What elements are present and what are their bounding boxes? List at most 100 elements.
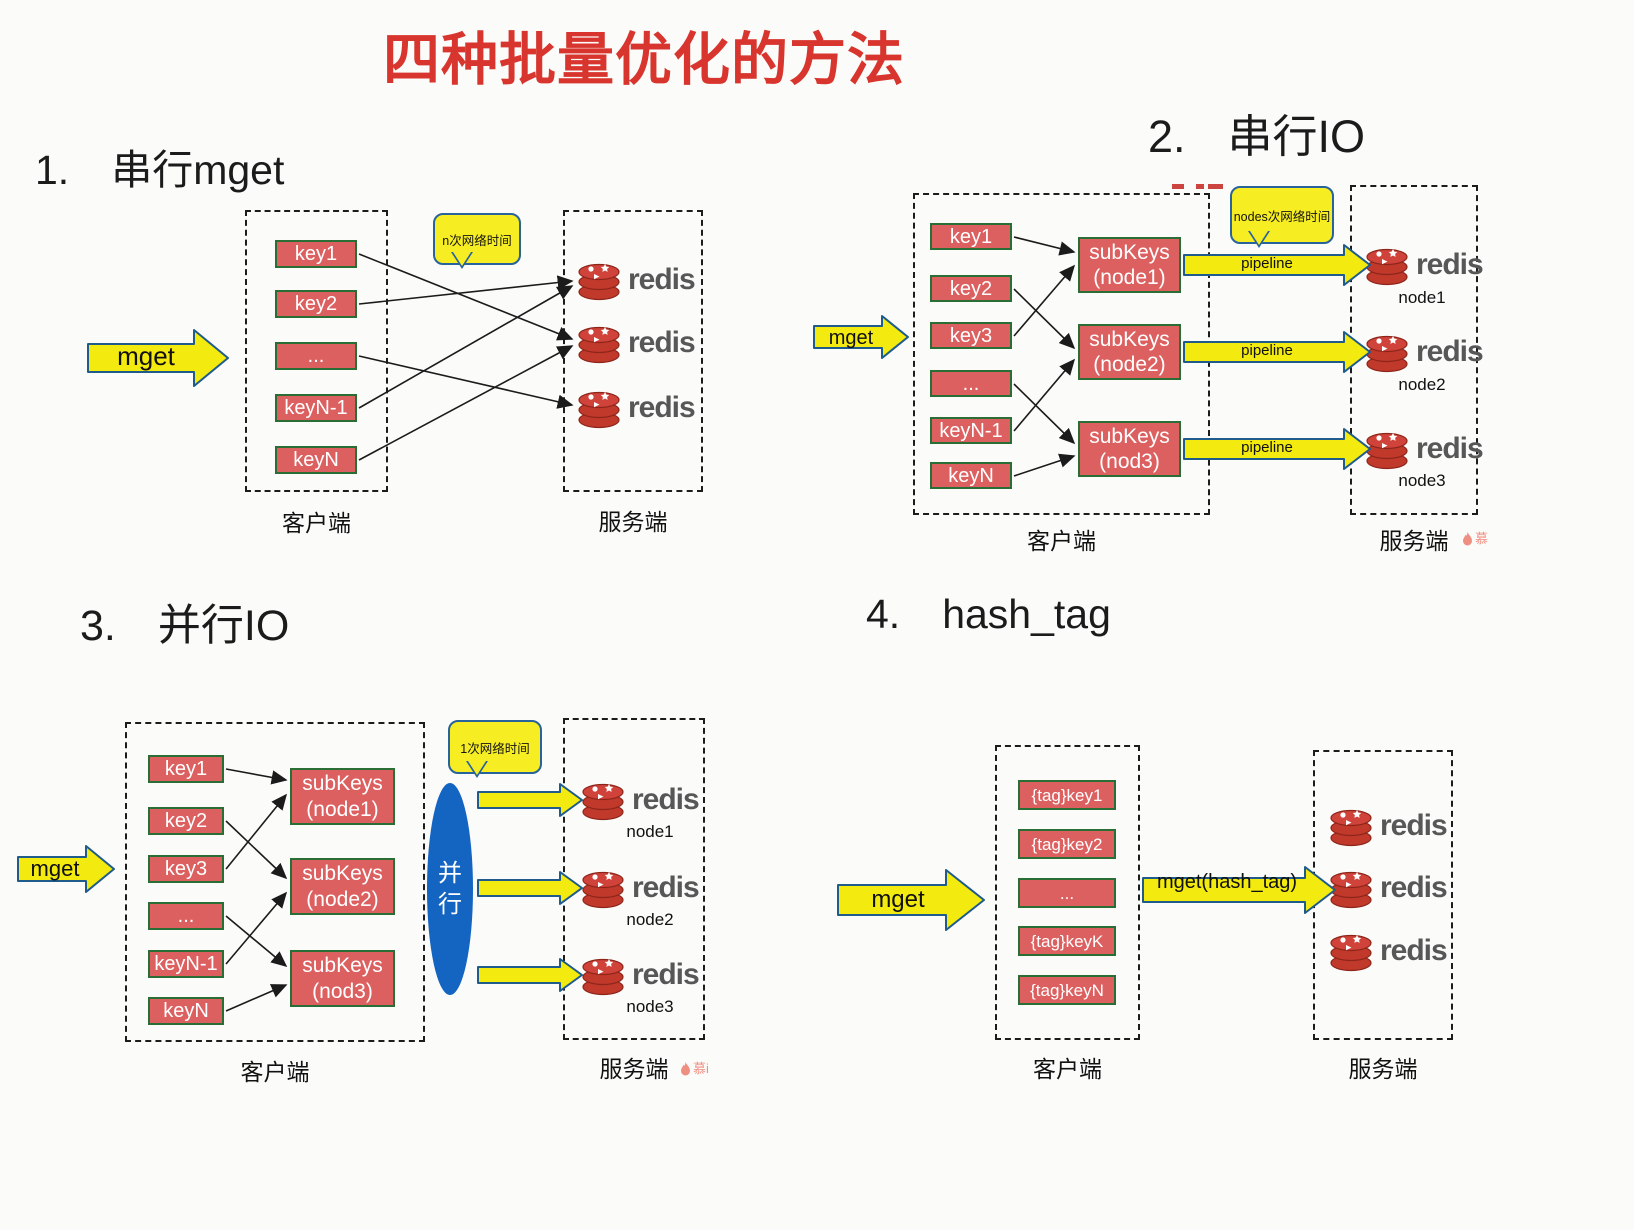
q1-redis-row: redis xyxy=(576,387,696,429)
q2-subkeys-box: subKeys (nod3) xyxy=(1078,421,1181,477)
q3-node-label: node3 xyxy=(626,997,674,1016)
q2-subkeys-box: subKeys (node2) xyxy=(1078,324,1181,380)
q1-key-box: keyN-1 xyxy=(275,394,357,422)
redis-logo-icon xyxy=(1330,871,1372,909)
section-2-number: 2. xyxy=(1148,111,1186,162)
section-4-number: 4. xyxy=(866,591,901,637)
q4-hash-arrow-label: mget(hash_tag) xyxy=(1156,871,1298,893)
q1-key-box: ... xyxy=(275,342,357,370)
redis-label: redis xyxy=(1380,934,1448,967)
flame-icon xyxy=(1463,532,1472,546)
q3-network-time-bubble: 1次网络时间 xyxy=(448,720,542,778)
section-1-title: 1. 串行mget xyxy=(35,136,284,196)
q2-client-label: 客户端 xyxy=(1027,528,1096,554)
section-3-title: 3. 并行IO xyxy=(80,591,289,653)
q1-key-box: key1 xyxy=(275,240,357,268)
subkeys-line1: subKeys xyxy=(1089,424,1170,448)
q3-subkeys-box: subKeys (nod3) xyxy=(290,950,395,1007)
subkeys-line1: subKeys xyxy=(302,772,383,796)
section-1-title-text: 串行mget xyxy=(111,147,285,193)
subkeys-line2: (node1) xyxy=(306,797,379,821)
q2-pipeline-label: pipeline xyxy=(1241,439,1293,456)
section-2-title-text: 串行IO xyxy=(1227,111,1366,162)
red-text-fragment xyxy=(1172,184,1184,189)
redis-logo-icon xyxy=(1366,335,1408,373)
q3-parallel-ellipse: 并行 xyxy=(427,783,473,995)
redis-logo-icon xyxy=(578,391,620,429)
q3-node-label: node2 xyxy=(626,910,674,929)
redis-logo-icon xyxy=(582,783,624,821)
redis-label: redis xyxy=(1416,432,1484,465)
q2-network-time-bubble: nodes次网络时间 xyxy=(1230,186,1334,248)
q4-key-box: ... xyxy=(1018,878,1116,908)
subkeys-line1: subKeys xyxy=(302,862,383,886)
subkeys-line2: (nod3) xyxy=(312,979,373,1003)
q3-redis-row: redis xyxy=(580,867,700,909)
q3-server-label: 服务端 xyxy=(599,1056,669,1082)
q3-key-box: key2 xyxy=(148,807,224,835)
redis-logo-icon xyxy=(582,958,624,996)
redis-logo-icon xyxy=(1366,432,1408,470)
q1-key-box: keyN xyxy=(275,446,357,474)
q2-node-label: node1 xyxy=(1398,288,1446,307)
q4-key-box: {tag}key1 xyxy=(1018,780,1116,810)
q4-key-box: {tag}keyN xyxy=(1018,975,1116,1005)
redis-label: redis xyxy=(628,263,696,296)
redis-label: redis xyxy=(632,871,700,904)
subkeys-line2: (nod3) xyxy=(1099,450,1160,473)
q2-node-label: node3 xyxy=(1398,471,1446,490)
section-3-number: 3. xyxy=(80,602,116,650)
q2-pipeline-label: pipeline xyxy=(1241,255,1293,272)
redis-logo-icon xyxy=(578,326,620,364)
q1-connector-lines xyxy=(358,253,574,461)
redis-logo-icon xyxy=(582,871,624,909)
connector-line xyxy=(358,345,574,461)
subkeys-line1: subKeys xyxy=(302,954,383,978)
redis-logo-icon xyxy=(1330,809,1372,847)
subkeys-line1: subKeys xyxy=(1089,240,1170,264)
q2-server-label: 服务端 xyxy=(1379,528,1449,554)
red-text-fragment xyxy=(1196,184,1204,189)
redis-logo-icon xyxy=(1366,248,1408,286)
q4-key-box: {tag}key2 xyxy=(1018,829,1116,859)
subkeys-line2: (node2) xyxy=(1093,353,1166,376)
watermark: 慕 xyxy=(1462,528,1488,547)
subkeys-line1: subKeys xyxy=(1089,327,1170,351)
q3-key-box: ... xyxy=(148,902,224,930)
q4-redis-row: redis xyxy=(1328,930,1448,972)
q1-redis-row: redis xyxy=(576,259,696,301)
redis-label: redis xyxy=(628,326,696,359)
subkeys-line2: (node1) xyxy=(1093,266,1166,289)
q2-redis-row: redis xyxy=(1364,428,1484,470)
red-text-fragment xyxy=(1208,184,1223,189)
redis-label: redis xyxy=(1416,335,1484,368)
q2-subkeys-box: subKeys (node1) xyxy=(1078,237,1181,293)
redis-label: redis xyxy=(1380,809,1448,842)
redis-logo-icon xyxy=(578,263,620,301)
q2-mget-label: mget xyxy=(828,327,874,349)
q4-redis-row: redis xyxy=(1328,867,1448,909)
connector-line xyxy=(358,285,574,409)
q1-network-time-bubble: n次网络时间 xyxy=(433,213,521,269)
q4-client-box xyxy=(995,745,1140,1040)
q2-key-box: keyN-1 xyxy=(930,417,1012,444)
q3-subkeys-box: subKeys (node1) xyxy=(290,768,395,825)
redis-logo-icon xyxy=(1330,934,1372,972)
q3-redis-row: redis xyxy=(580,954,700,996)
q1-key-box: key2 xyxy=(275,290,357,318)
q1-server-label: 服务端 xyxy=(598,509,668,535)
q3-mget-label: mget xyxy=(30,856,80,881)
redis-label: redis xyxy=(1380,871,1448,904)
q2-key-box: key2 xyxy=(930,275,1012,302)
q4-server-label: 服务端 xyxy=(1348,1056,1418,1082)
watermark: 慕i xyxy=(680,1058,709,1077)
redis-label: redis xyxy=(1416,248,1484,281)
main-title: 四种批量优化的方法 xyxy=(383,28,905,92)
q1-client-label: 客户端 xyxy=(282,510,351,536)
q3-redis-row: redis xyxy=(580,779,700,821)
section-4-title-text: hash_tag xyxy=(942,591,1111,637)
subkeys-line2: (node2) xyxy=(306,887,379,911)
q4-redis-row: redis xyxy=(1328,805,1448,847)
q2-redis-row: redis xyxy=(1364,331,1484,373)
